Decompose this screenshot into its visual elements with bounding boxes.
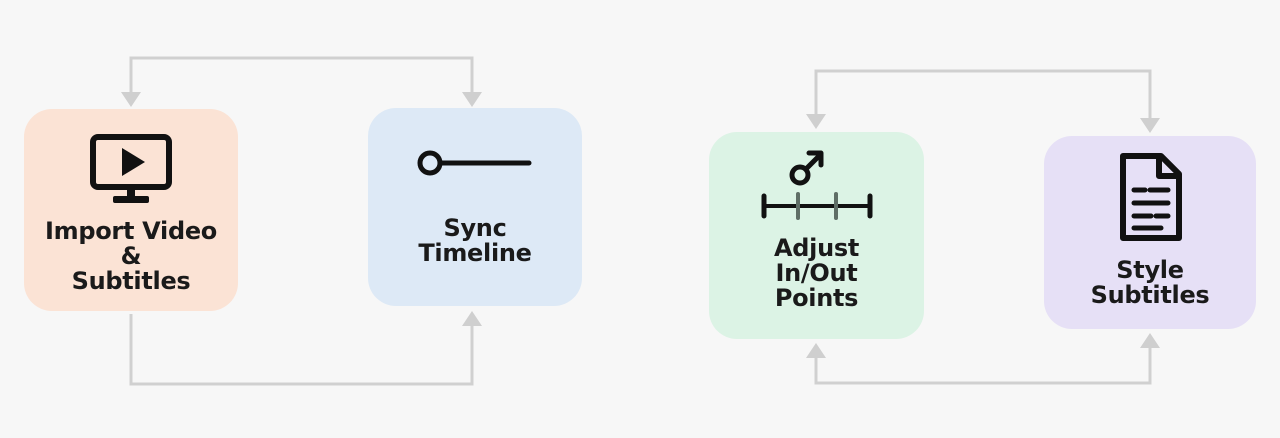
arrowhead-sync-bottom (462, 311, 482, 326)
timeline-slider-icon (368, 148, 582, 178)
arrowhead-adjust-bottom (806, 343, 826, 358)
step-sync-label: Sync Timeline (418, 214, 532, 267)
arrowhead-import-top (121, 92, 141, 107)
arrowhead-sync-top (462, 92, 482, 107)
arrowhead-style-bottom (1140, 333, 1160, 348)
step-adjust-label: Adjust In/Out Points (773, 234, 860, 312)
connector-import-sync-top (129, 56, 474, 97)
step-style-label: Style Subtitles (1090, 256, 1210, 309)
monitor-play-icon (24, 133, 238, 209)
step-style-card: Style Subtitles (1044, 136, 1256, 329)
connector-adjust-style-top (814, 69, 1152, 124)
step-sync-card: Sync Timeline (368, 108, 582, 306)
step-adjust-card: Adjust In/Out Points (709, 132, 924, 339)
step-import-card: Import Video & Subtitles (24, 109, 238, 311)
connector-import-sync-bottom (129, 314, 474, 386)
document-icon (1044, 152, 1256, 242)
step-import-label: Import Video & Subtitles (45, 217, 217, 295)
arrowhead-adjust-top (806, 114, 826, 129)
connector-adjust-style-bottom (814, 344, 1152, 385)
arrowhead-style-top (1140, 118, 1160, 133)
in-out-ruler-icon (709, 146, 924, 222)
